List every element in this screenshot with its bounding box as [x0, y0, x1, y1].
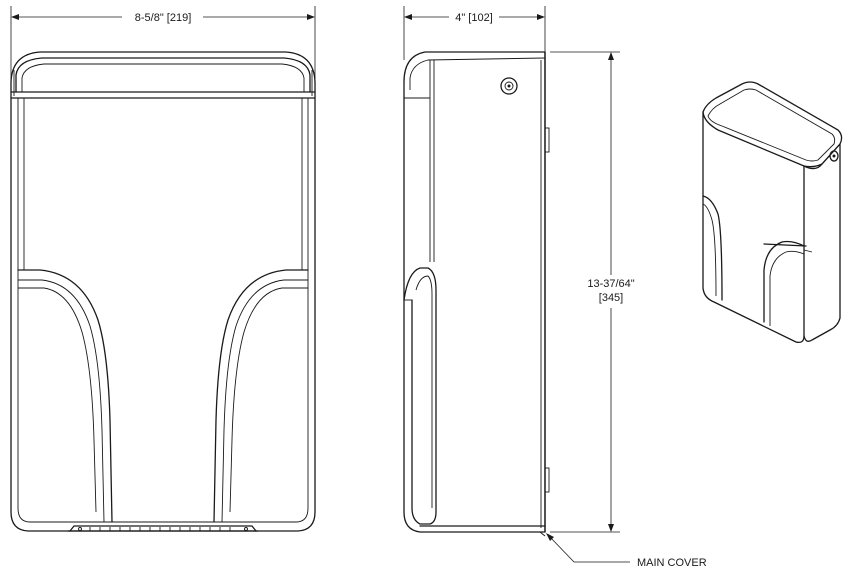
- lock-icon: [500, 77, 518, 95]
- side-body-outline: [403, 51, 546, 533]
- iso-front-face: [702, 111, 805, 344]
- front-hand-cavity-right: [213, 269, 309, 523]
- side-view: 4" [102]: [403, 6, 550, 537]
- front-hand-cavity-left: [17, 269, 113, 523]
- width-dimension-label: 8-5/8" [219]: [135, 12, 192, 24]
- width-dimension: 8-5/8" [219]: [10, 6, 316, 90]
- side-cavity-profile: [403, 267, 437, 525]
- front-inner-panel: [17, 98, 309, 523]
- isometric-view: [702, 81, 843, 344]
- iso-top-face: [702, 81, 843, 168]
- front-outer-body: [10, 51, 316, 532]
- main-cover-label: MAIN COVER: [637, 557, 707, 569]
- iso-side-face: [803, 143, 841, 342]
- front-view: 8-5/8" [219]: [10, 6, 316, 532]
- main-cover-callout: MAIN COVER: [546, 533, 707, 569]
- front-top-cap: [15, 57, 311, 93]
- iso-lock-icon: [829, 150, 839, 162]
- iso-hand-cavity: [702, 195, 723, 301]
- height-dimension-imperial: 13-37/64": [587, 278, 634, 290]
- height-dimension-metric: [345]: [599, 292, 623, 304]
- height-dimension: 13-37/64" [345]: [550, 51, 635, 533]
- front-bottom-grille: [67, 525, 259, 532]
- depth-dimension-label: 4" [102]: [455, 12, 493, 24]
- depth-dimension: 4" [102]: [403, 6, 546, 60]
